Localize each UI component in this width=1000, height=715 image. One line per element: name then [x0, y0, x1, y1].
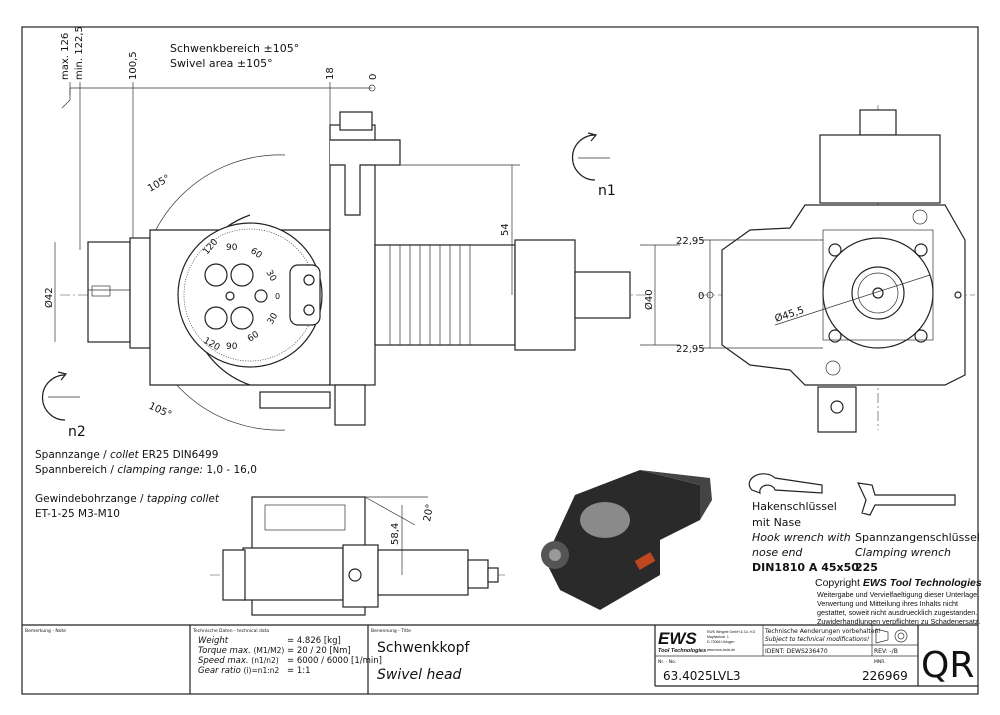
svg-text:gestattet, soweit nicht ausdru: gestattet, soweit nicht ausdruecklich zu… [817, 608, 977, 617]
svg-text:= 4.826 [kg]: = 4.826 [kg] [287, 636, 341, 646]
svg-text:= 6000 / 6000 [1/min]: = 6000 / 6000 [1/min] [287, 656, 382, 666]
svg-text:EWS Weigele GmbH & Co. KG: EWS Weigele GmbH & Co. KG [707, 630, 756, 634]
svg-text:Speed max. (n1/n2): Speed max. (n1/n2) [198, 656, 279, 666]
svg-text:Weight: Weight [198, 636, 229, 646]
dim-18: 18 [325, 67, 336, 80]
svg-text:Spannzangenschlüssel: Spannzangenschlüssel [855, 531, 980, 544]
svg-text:Tool Technologies: Tool Technologies [658, 648, 706, 654]
dim-0-top: 0 [368, 74, 379, 80]
part-number: 63.4025LVL3 [663, 669, 741, 683]
dim-58-4: 58,4 [390, 523, 401, 545]
dim-d42: Ø42 [43, 287, 55, 308]
svg-text:Verwertung und Mitteilung ihre: Verwertung und Mitteilung ihres Inhalts … [817, 599, 958, 608]
title-label: Benennung - Title [371, 628, 411, 634]
ident: IDENT: DEWS236470 [765, 648, 828, 655]
svg-text:Copyright EWS Tool Technologie: Copyright EWS Tool Technologies [815, 577, 982, 589]
svg-text:Clamping wrench: Clamping wrench [855, 546, 951, 559]
drawing-frame [21, 26, 979, 695]
rotation-n2-icon: n2 [41, 371, 86, 440]
angle-105-top: 105° [146, 173, 172, 195]
wrench-info: Hakenschlüssel mit Nase Hook wrench with… [752, 500, 980, 574]
svg-text:Spannbereich / clamping range:: Spannbereich / clamping range: 1,0 - 16,… [35, 464, 257, 476]
tech-data-label: Technische Daten - technical data [192, 628, 269, 634]
dim-100-5: 100,5 [128, 51, 139, 80]
svg-text:nose end: nose end [752, 546, 803, 559]
dial-label: 90 [226, 342, 238, 352]
ews-logo: EWS Tool Technologies [658, 629, 706, 654]
svg-text:ET-1-25 M3-M10: ET-1-25 M3-M10 [35, 508, 120, 520]
svg-text:mit Nase: mit Nase [752, 516, 801, 529]
angle-dial [177, 222, 323, 368]
svg-text:Torque max. (M1/M2): Torque max. (M1/M2) [198, 646, 284, 656]
svg-text:Spannzange / collet ER25 DI: Spannzange / collet ER25 DIN6499 [35, 449, 218, 461]
note-label: Bemerkung - Note [25, 628, 66, 634]
dim-0-right: 0 [698, 291, 704, 302]
nr-label: Nr. - No. [658, 659, 676, 665]
rotation-n2-label: n2 [68, 424, 86, 440]
svg-text:Hakenschlüssel: Hakenschlüssel [752, 500, 837, 513]
title-en: Swivel head [377, 667, 462, 683]
revision: REV: -/B [874, 648, 898, 655]
rotation-n1-icon: n1 [571, 132, 616, 199]
swivel-area-de: Schwenkbereich ±105° [170, 42, 299, 55]
hook-wrench-icon [748, 473, 823, 494]
clamping-wrench-icon [856, 482, 956, 516]
svg-text:Gear ratio (i)=n1:n2: Gear ratio (i)=n1:n2 [198, 666, 280, 676]
svg-text:Gewindebohrzange / tapping col: Gewindebohrzange / tapping collet [35, 493, 220, 505]
collet-nut [87, 241, 131, 343]
collet-info: Spannzange / collet ER25 DIN6499 Spannbe… [35, 449, 257, 520]
copyright-notice: Copyright EWS Tool Technologies Weiterga… [815, 577, 982, 626]
dial-label: 90 [226, 243, 238, 253]
projection-symbol-icon [875, 628, 908, 644]
top-dimensions: max. 126 min. 122,5 100,5 18 0 [60, 26, 379, 250]
svg-text:DIN1810 A 45x50: DIN1810 A 45x50 [752, 561, 859, 574]
svg-text:Maybachstr. 1: Maybachstr. 1 [707, 635, 729, 639]
angle-20: 20° [422, 503, 436, 522]
qr-mark: QR [921, 645, 974, 686]
changes-en: Subject to technical modifications! [765, 636, 869, 643]
mnr-number: 226969 [862, 669, 908, 683]
svg-text:Weitergabe und Vervielfaeltigu: Weitergabe und Vervielfaeltigung dieser … [817, 590, 979, 599]
swivel-area-en: Swivel area ±105° [170, 57, 273, 70]
detail-view: 58,4 20° [210, 496, 505, 616]
svg-text:D-73066 Uhingen: D-73066 Uhingen [707, 640, 734, 644]
svg-text:225: 225 [855, 561, 878, 574]
svg-text:EWS: EWS [658, 629, 697, 648]
side-view: 105° 105° Ø42 120 90 60 30 0 30 60 90 12… [43, 111, 680, 431]
tech-data-table: Weight = 4.826 [kg] Torque max. (M1/M2) … [198, 636, 382, 676]
svg-text:Zuwiderhandlungen verpflichten: Zuwiderhandlungen verpflichten zu Schade… [817, 617, 980, 626]
svg-text:= 1:1: = 1:1 [287, 666, 311, 676]
svg-text:Hook wrench with: Hook wrench with [752, 531, 851, 544]
svg-text:= 20 / 20 [Nm]: = 20 / 20 [Nm] [287, 646, 351, 656]
dim-min-122-5: min. 122,5 [74, 26, 85, 80]
dim-22-95-bottom: 22,95 [676, 344, 705, 355]
angle-105-bottom: 105° [147, 401, 173, 421]
dim-54: 54 [500, 223, 511, 236]
svg-text:www.ews-tools.de: www.ews-tools.de [707, 648, 735, 652]
shank [374, 244, 516, 346]
rotation-n1-label: n1 [598, 183, 616, 199]
dial-label: 0 [275, 292, 280, 301]
title-de: Schwenkkopf [377, 640, 471, 656]
dim-d40: Ø40 [643, 289, 655, 310]
title-block: Bemerkung - Note Technische Daten - tech… [22, 624, 978, 694]
dim-max-126: max. 126 [60, 33, 71, 80]
front-view: 22,95 0 22,95 Ø45,5 [676, 105, 975, 433]
mnr-label: MNR. [874, 659, 886, 665]
changes-de: Technische Aenderungen vorbehalten! [764, 628, 881, 635]
dim-22-95-top: 22,95 [676, 236, 705, 247]
3d-render [541, 470, 712, 610]
